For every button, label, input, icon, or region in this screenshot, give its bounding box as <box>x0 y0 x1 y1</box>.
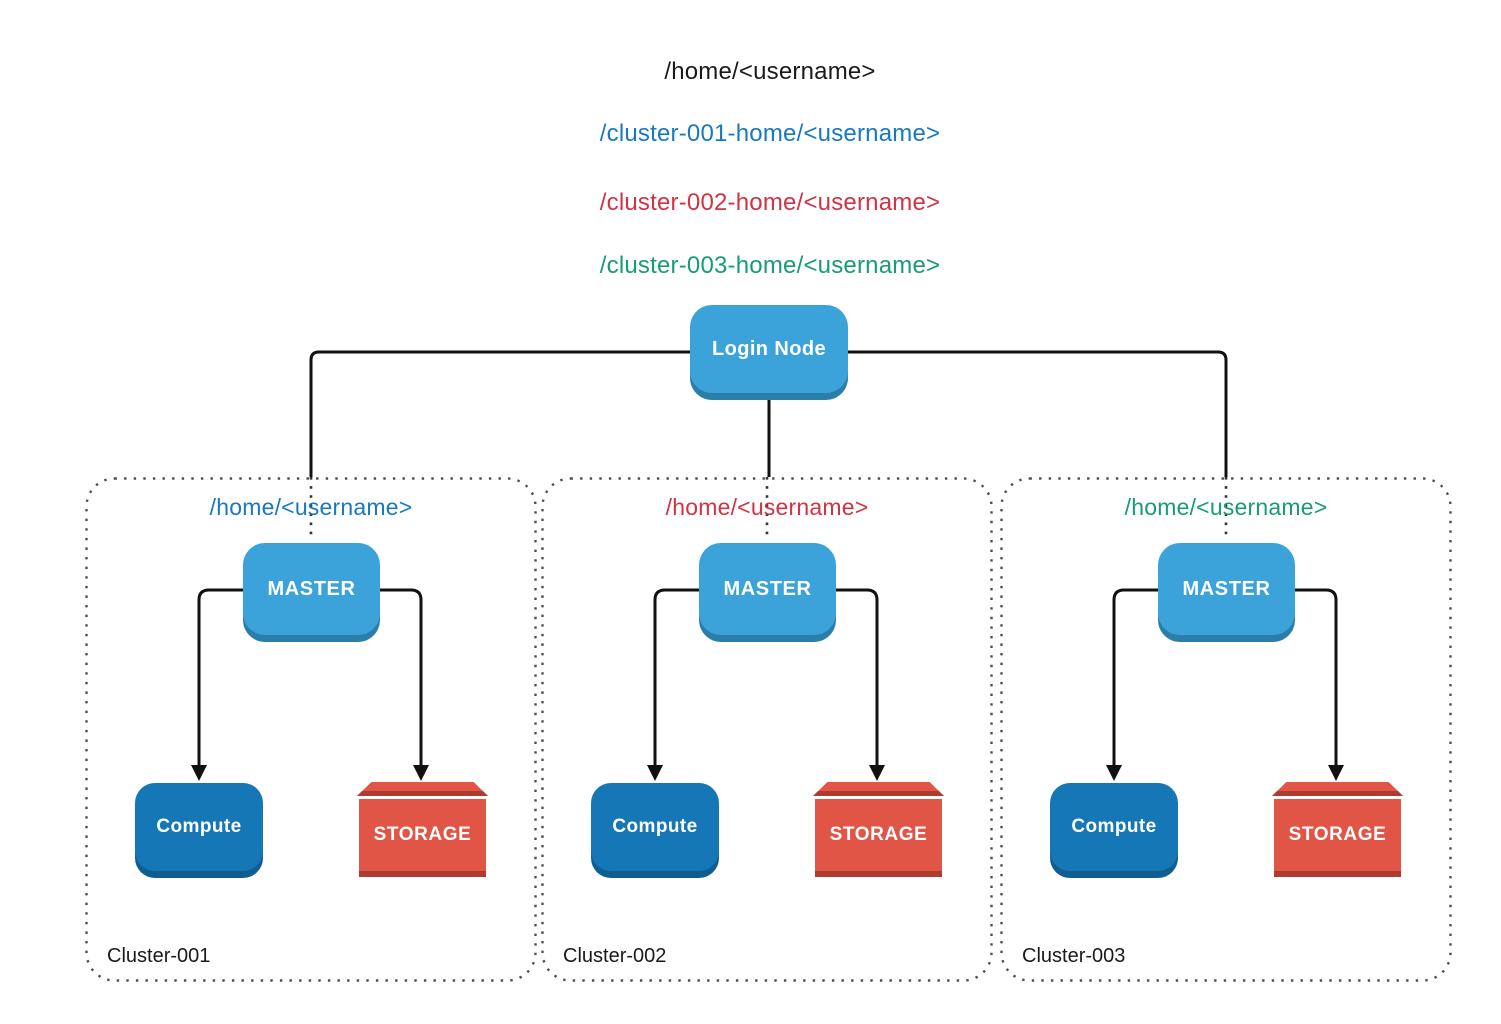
login-node: Login Node <box>690 305 848 393</box>
cluster-home-path: /home/<username> <box>1124 494 1328 520</box>
cluster-002-border <box>541 477 993 982</box>
storage-body: STORAGE <box>1274 799 1401 877</box>
cluster-001-home-path: /cluster-001-home/<username> <box>599 120 941 147</box>
cluster-home-path: /home/<username> <box>209 494 413 520</box>
cluster-001-group: /home/<username> MASTER Compute STORAGE … <box>85 477 537 982</box>
master-node: MASTER <box>699 543 836 635</box>
cluster-name-label: Cluster-001 <box>107 945 211 967</box>
storage-arrow-icon <box>869 765 885 781</box>
login-home-path: /home/<username> <box>664 58 876 85</box>
master-node: MASTER <box>243 543 380 635</box>
compute-arrow-icon <box>191 765 207 781</box>
storage-body: STORAGE <box>359 799 486 877</box>
cluster-002-home-path: /cluster-002-home/<username> <box>599 189 941 216</box>
cluster-003-group: /home/<username> MASTER Compute STORAGE … <box>1000 477 1452 982</box>
storage-arrow-icon <box>413 765 429 781</box>
storage-lid-icon <box>813 782 944 796</box>
cluster-001-lines <box>85 477 537 982</box>
cluster-003-border <box>1000 477 1452 982</box>
cluster-002-group: /home/<username> MASTER Compute STORAGE … <box>541 477 993 982</box>
master-node: MASTER <box>1158 543 1295 635</box>
storage-lid-edge <box>813 791 944 796</box>
cluster-home-path: /home/<username> <box>665 494 869 520</box>
compute-arrow-icon <box>647 765 663 781</box>
storage-lid-edge <box>1272 791 1403 796</box>
storage-node: STORAGE <box>1272 782 1403 877</box>
storage-node-label: STORAGE <box>829 824 928 845</box>
home-path-list: /home/<username> /cluster-001-home/<user… <box>40 0 1500 300</box>
compute-node-label: Compute <box>612 816 698 837</box>
compute-node-label: Compute <box>156 816 242 837</box>
login-node-label: Login Node <box>712 337 826 360</box>
connector-to-cluster-003 <box>840 350 1228 477</box>
master-to-compute-line <box>197 588 243 765</box>
storage-body: STORAGE <box>815 799 942 877</box>
master-node-label: MASTER <box>723 577 812 600</box>
connector-to-cluster-001 <box>309 350 700 477</box>
master-to-storage-line <box>1295 588 1338 765</box>
storage-lid-edge <box>357 791 488 796</box>
master-node-label: MASTER <box>1182 577 1271 600</box>
compute-arrow-icon <box>1106 765 1122 781</box>
storage-lid-icon <box>357 782 488 796</box>
storage-arrow-icon <box>1328 765 1344 781</box>
master-node-label: MASTER <box>267 577 356 600</box>
storage-node-label: STORAGE <box>373 824 472 845</box>
compute-node: Compute <box>135 783 263 871</box>
storage-node: STORAGE <box>813 782 944 877</box>
compute-node: Compute <box>1050 783 1178 871</box>
master-to-compute-line <box>653 588 699 765</box>
compute-node: Compute <box>591 783 719 871</box>
storage-node-label: STORAGE <box>1288 824 1387 845</box>
cluster-002-lines <box>541 477 993 982</box>
master-to-storage-line <box>380 588 423 765</box>
cluster-name-label: Cluster-003 <box>1022 945 1126 967</box>
cluster-001-border <box>85 477 537 982</box>
storage-lid-icon <box>1272 782 1403 796</box>
storage-node: STORAGE <box>357 782 488 877</box>
master-to-compute-line <box>1112 588 1158 765</box>
cluster-name-label: Cluster-002 <box>563 945 667 967</box>
cluster-003-lines <box>1000 477 1452 982</box>
master-to-storage-line <box>836 588 879 765</box>
cluster-003-home-path: /cluster-003-home/<username> <box>599 252 941 279</box>
compute-node-label: Compute <box>1071 816 1157 837</box>
